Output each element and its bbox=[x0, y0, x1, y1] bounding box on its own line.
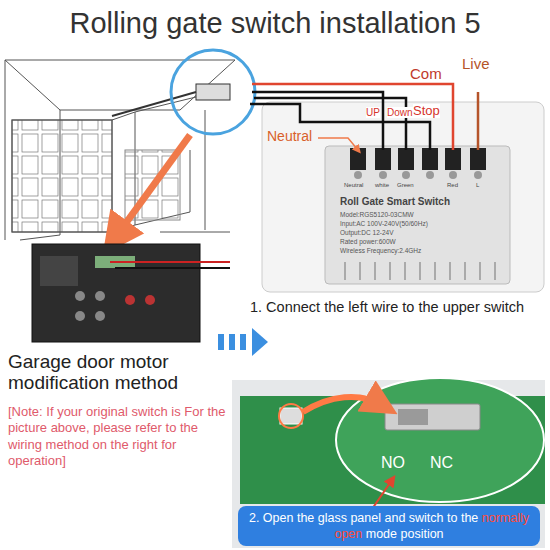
terminal-label: Green bbox=[397, 182, 414, 189]
spec-text: Output:DC 12-24V bbox=[340, 229, 393, 236]
wire-label: Live bbox=[462, 56, 490, 73]
motor-control-box bbox=[32, 244, 230, 342]
note-text: [Note: If your original switch is For th… bbox=[8, 404, 226, 469]
spec-text: Input:AC 100V-240V(50/60Hz) bbox=[340, 220, 428, 227]
device-name: Roll Gate Smart Switch bbox=[340, 196, 450, 207]
pcb-photo bbox=[232, 378, 545, 548]
switch-backplate bbox=[262, 102, 544, 292]
spec-text: Rated power:600W bbox=[340, 238, 396, 245]
terminal-label: L bbox=[476, 182, 479, 189]
zoom-arrow bbox=[115, 135, 190, 238]
zoom-circle bbox=[171, 50, 255, 134]
garage-sketch bbox=[5, 60, 235, 240]
terminal-label: white bbox=[375, 182, 389, 189]
wires bbox=[250, 84, 478, 150]
step-text: 2. Open the glass panel and switch to th… bbox=[249, 511, 478, 525]
triple-arrow bbox=[218, 328, 268, 356]
wire-label: Neutral bbox=[267, 129, 312, 144]
title: Rolling gate switch installation 5 bbox=[0, 8, 550, 40]
terminal-label: Red bbox=[447, 182, 458, 189]
switch-position: NO bbox=[381, 454, 405, 472]
step-text: mode position bbox=[366, 527, 444, 541]
spec-text: Wireless Frequency:2.4GHz bbox=[340, 247, 421, 254]
wire-label: UP bbox=[366, 107, 380, 118]
switch-position: NC bbox=[430, 454, 453, 472]
terminal-label: Neutral bbox=[344, 182, 363, 189]
section-heading: Garage door motor modification method bbox=[8, 352, 228, 394]
spec-text: Model:RGS5120-03CMW bbox=[340, 211, 414, 218]
wire-label: Com bbox=[410, 66, 442, 83]
wire-label: Stop bbox=[413, 104, 440, 118]
wire-label: Down bbox=[387, 107, 413, 118]
instruction-band: 2. Open the glass panel and switch to th… bbox=[238, 506, 540, 546]
step-text: 1. Connect the left wire to the upper sw… bbox=[250, 300, 524, 316]
